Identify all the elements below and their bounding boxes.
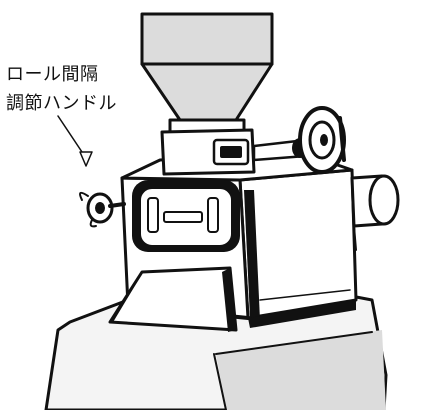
side-motor — [352, 176, 398, 250]
feed-box — [162, 130, 254, 174]
callout-arrow — [58, 116, 92, 166]
front-window — [132, 180, 240, 252]
hopper — [142, 14, 272, 132]
roll-gap-handle — [80, 193, 124, 227]
